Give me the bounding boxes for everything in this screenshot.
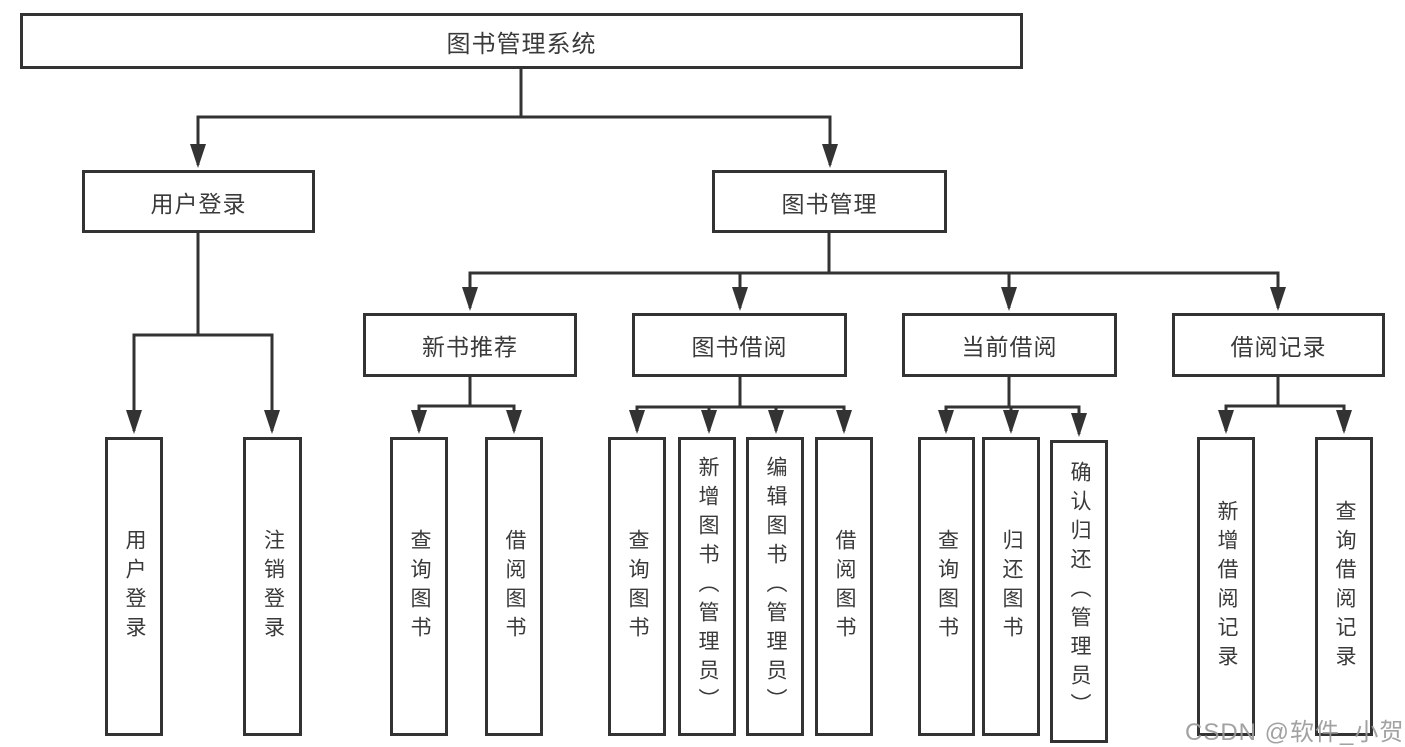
node-bb-add-books: 新增图书（管理员）	[678, 437, 736, 736]
edge-userlogin-to-children	[126, 233, 280, 434]
node-logout-action-label: 注销登录	[261, 528, 285, 645]
node-br-query-record: 查询借阅记录	[1315, 437, 1373, 736]
node-book-borrowing: 图书借阅	[632, 313, 847, 377]
edge-bookmgmt-to-level3	[462, 233, 1286, 311]
node-bb-edit-books-label: 编辑图书（管理员）	[764, 456, 787, 717]
node-user-login-action-label: 用户登录	[123, 528, 146, 645]
edge-newbook-to-children	[411, 377, 522, 434]
edge-current-to-children	[938, 377, 1087, 437]
edge-root-to-level2	[190, 68, 838, 168]
node-br-add-record-label: 新增借阅记录	[1215, 499, 1238, 674]
node-book-management-label: 图书管理	[781, 190, 878, 217]
node-current-borrowing-label: 当前借阅	[961, 334, 1058, 360]
node-cb-confirm-return-label: 确认归还（管理员）	[1068, 461, 1091, 722]
node-cb-query-books: 查询图书	[918, 437, 975, 736]
node-root-label: 图书管理系统	[446, 30, 597, 58]
node-user-login: 用户登录	[82, 170, 315, 233]
node-nbr-borrow-books: 借阅图书	[485, 437, 543, 736]
node-bb-add-books-label: 新增图书（管理员）	[696, 456, 719, 717]
csdn-watermark: CSDN @软件_小贺同学	[1185, 719, 1405, 746]
node-book-borrowing-label: 图书借阅	[691, 334, 788, 360]
node-br-add-record: 新增借阅记录	[1197, 437, 1255, 736]
node-current-borrowing: 当前借阅	[902, 313, 1117, 377]
edge-borrowing-to-children	[629, 377, 852, 434]
node-borrowing-records: 借阅记录	[1172, 313, 1385, 377]
node-nbr-query-books: 查询图书	[390, 437, 448, 736]
node-logout-action: 注销登录	[243, 437, 302, 736]
node-user-login-label: 用户登录	[150, 190, 247, 217]
node-bb-borrow-books-label: 借阅图书	[833, 528, 856, 645]
node-user-login-action: 用户登录	[105, 437, 163, 736]
node-bb-query-books-label: 查询图书	[626, 528, 649, 645]
node-book-management: 图书管理	[712, 170, 947, 233]
node-root: 图书管理系统	[20, 13, 1023, 69]
node-new-book-recommend: 新书推荐	[363, 313, 577, 377]
edge-records-to-children	[1218, 377, 1352, 434]
node-cb-return-books: 归还图书	[982, 437, 1040, 736]
node-cb-query-books-label: 查询图书	[935, 528, 959, 645]
node-new-book-recommend-label: 新书推荐	[422, 334, 518, 360]
node-bb-borrow-books: 借阅图书	[815, 437, 873, 736]
node-cb-return-books-label: 归还图书	[1000, 528, 1023, 645]
node-bb-edit-books: 编辑图书（管理员）	[746, 437, 804, 736]
node-cb-confirm-return: 确认归还（管理员）	[1050, 440, 1108, 743]
node-nbr-borrow-books-label: 借阅图书	[503, 528, 526, 645]
node-bb-query-books: 查询图书	[608, 437, 666, 736]
node-br-query-record-label: 查询借阅记录	[1333, 499, 1356, 674]
node-nbr-query-books-label: 查询图书	[408, 528, 431, 645]
node-borrowing-records-label: 借阅记录	[1230, 334, 1327, 360]
